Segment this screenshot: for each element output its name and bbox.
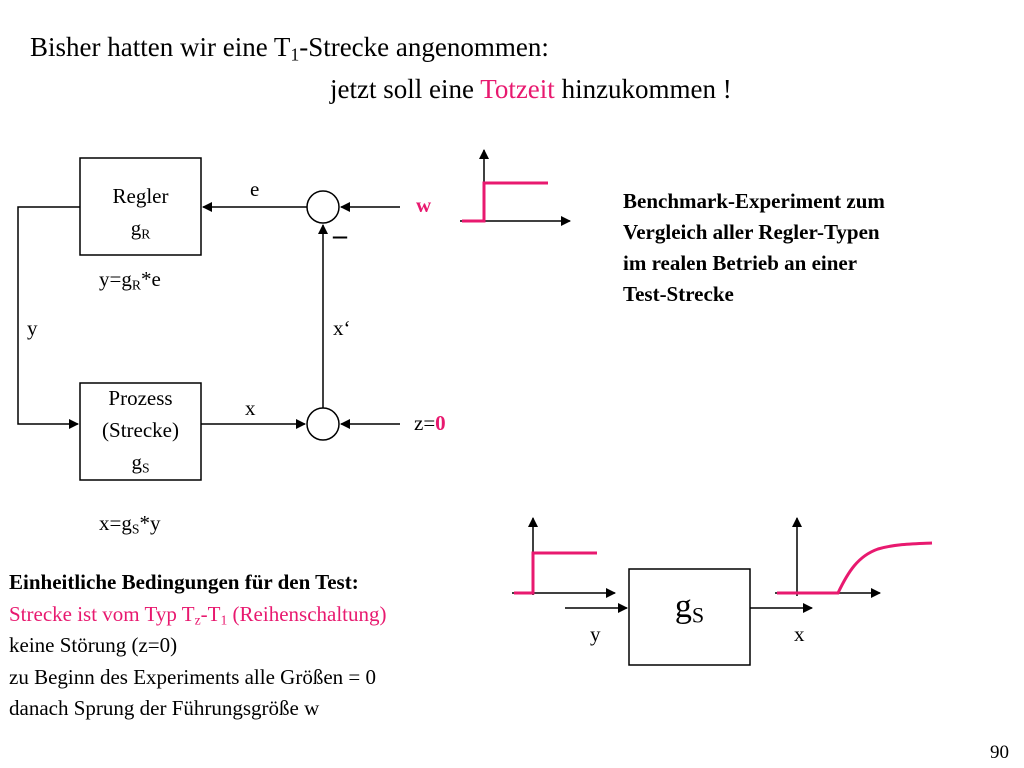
- signal-x-label: x: [245, 396, 256, 420]
- prozess-transfer-function: gS: [131, 450, 150, 476]
- conditions-heading: Einheitliche Bedingungen für den Test:: [9, 570, 359, 594]
- signal-w-label: w: [416, 193, 432, 217]
- regler-label: Regler: [112, 184, 169, 208]
- signal-x-prime-label: x‘: [333, 316, 351, 340]
- small-output-x-label: x: [794, 622, 805, 646]
- summing-junction-bottom: [306, 407, 340, 441]
- strecke-label: (Strecke): [102, 418, 179, 442]
- signal-e-label: e: [250, 177, 260, 201]
- summing-junction-top: [306, 190, 340, 224]
- prozess-label: Prozess: [108, 386, 173, 410]
- plot-w-step: [462, 181, 548, 223]
- page-number: 90: [990, 742, 1009, 763]
- plot-x-response: [777, 541, 933, 595]
- gs-block-label: gS: [674, 588, 705, 628]
- title-line-1: Bisher hatten wir eine T1-Strecke angeno…: [30, 32, 549, 65]
- gs-block: [628, 568, 751, 666]
- minus-sign: –: [333, 220, 347, 251]
- prozess-block: [79, 382, 202, 481]
- regler-transfer-function: gR: [130, 216, 151, 242]
- conditions-no-disturbance: keine Störung (z=0): [9, 633, 178, 657]
- conditions-initial-zero: zu Beginn des Experiments alle Größen = …: [9, 664, 376, 689]
- benchmark-description: Benchmark-Experiment zum Vergleich aller…: [623, 189, 885, 306]
- signal-z-label: z=0: [414, 411, 446, 435]
- conditions-step: danach Sprung der Führungsgröße w: [9, 696, 320, 720]
- signal-line-y: [17, 206, 80, 429]
- signal-y-label: y: [27, 316, 38, 340]
- regler-equation: y=gR*e: [99, 267, 161, 293]
- conditions-strecke: Strecke ist vom Typ Tz-T1 (Reihenschaltu…: [9, 601, 387, 627]
- test-conditions: Einheitliche Bedingungen für den Test: S…: [9, 567, 387, 725]
- plot-y-step: [514, 551, 597, 595]
- small-input-y-label: y: [590, 622, 601, 646]
- totzeit-highlight: Totzeit: [480, 74, 555, 104]
- prozess-equation: x=gS*y: [99, 511, 161, 537]
- title-line-2: jetzt soll eine Totzeit hinzukommen !: [330, 74, 732, 104]
